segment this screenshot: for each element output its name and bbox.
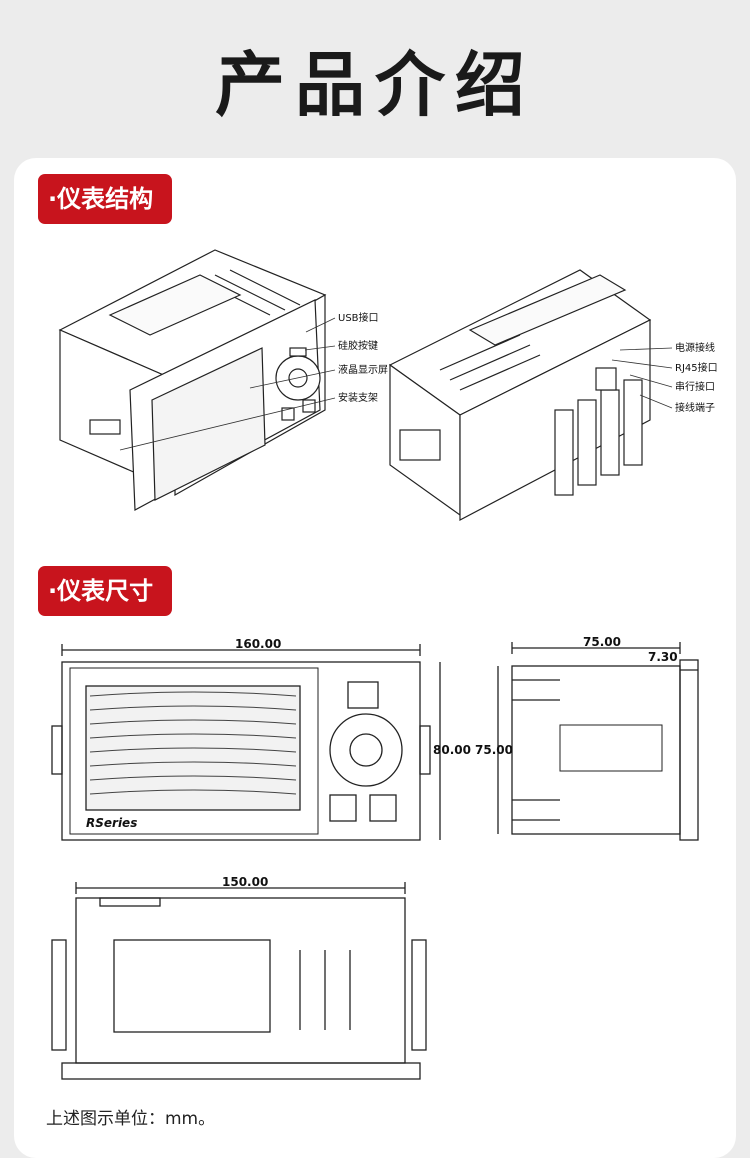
dim-front-height: 80.00 — [433, 743, 471, 757]
front-hatching — [89, 691, 297, 795]
page-title: 产品介绍 — [215, 44, 535, 126]
brand-logo: RSeries — [86, 816, 137, 830]
front-iso-device — [58, 249, 327, 511]
callout-usb: USB接口 — [338, 311, 379, 324]
dim-side-depth: 75.00 — [583, 635, 621, 649]
bottom-view — [51, 882, 427, 1080]
unit-footnote: 上述图示单位：mm。 — [46, 1109, 216, 1129]
callout-rj45: RJ45接口 — [675, 361, 718, 374]
dimension-drawings: 160.00 80.00 RSeries 75.00 7.30 75.00 15… — [51, 635, 699, 1080]
dim-bottom-width: 150.00 — [222, 875, 268, 889]
section-tag-dimensions: ·仪表尺寸 — [38, 566, 172, 616]
callout-keys: 硅胶按键 — [338, 339, 378, 352]
dim-front-width: 160.00 — [235, 637, 281, 651]
rear-iso-device — [388, 269, 652, 521]
callout-power: 电源接线 — [675, 341, 715, 354]
side-view — [497, 642, 699, 841]
callout-bracket: 安装支架 — [338, 391, 378, 404]
section-tag-structure: ·仪表结构 — [38, 174, 172, 224]
callout-terminal: 接线端子 — [675, 401, 715, 414]
callout-serial: 串行接口 — [675, 380, 715, 393]
callout-lcd: 液晶显示屏 — [338, 363, 388, 376]
dim-side-height: 75.00 — [475, 743, 513, 757]
front-view — [51, 644, 441, 841]
dim-bezel-depth: 7.30 — [648, 650, 678, 664]
structure-illustration: USB接口 硅胶按键 液晶显示屏 安装支架 电源接线 RJ45接口 串行接口 接… — [58, 249, 718, 521]
